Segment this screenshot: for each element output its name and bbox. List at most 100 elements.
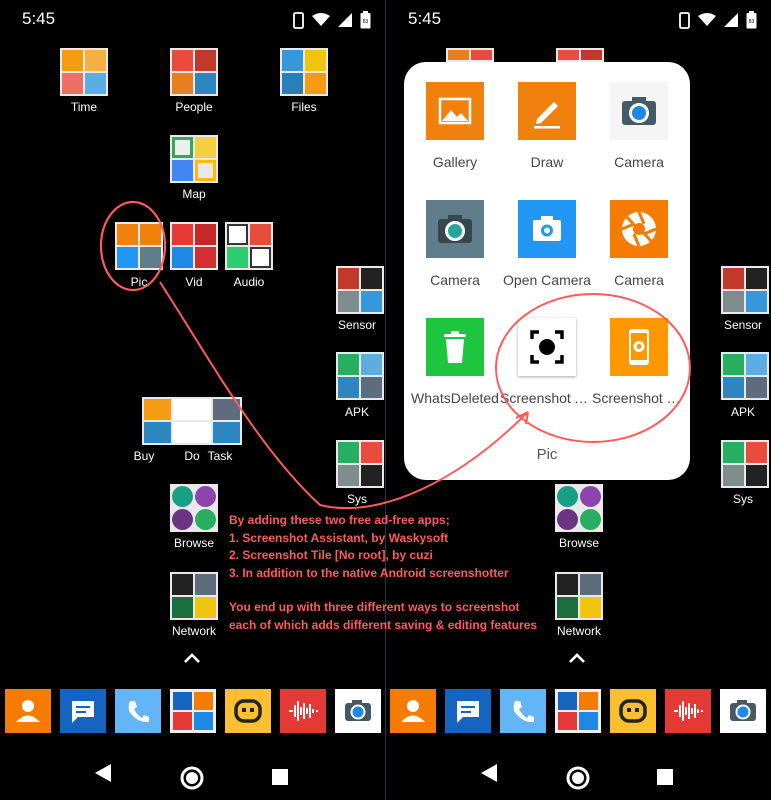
audio-folder-label: Audio <box>233 275 265 289</box>
recorder-icon[interactable] <box>280 689 326 733</box>
sys-folder-icon[interactable] <box>721 440 769 488</box>
map-folder-icon[interactable] <box>170 135 218 183</box>
network-folder-icon[interactable] <box>555 572 603 620</box>
browse-folder-icon[interactable] <box>170 484 218 532</box>
network-folder-icon[interactable] <box>170 572 218 620</box>
open-camera-icon[interactable] <box>518 200 576 258</box>
partial-folder-icon[interactable] <box>556 48 604 62</box>
browse-folder-label: Browse <box>173 536 214 550</box>
annotation-line: each of which adds different saving & ed… <box>229 617 538 632</box>
status-time: 5:45 <box>408 9 442 28</box>
battery-icon: 83 <box>360 11 371 29</box>
wifi-icon <box>698 13 716 26</box>
folder-icon[interactable] <box>555 689 601 733</box>
files-folder-icon[interactable] <box>280 48 328 96</box>
draw-label: Draw <box>530 154 564 170</box>
gallery-icon[interactable] <box>426 82 484 140</box>
people-folder-label: People <box>175 100 213 114</box>
buy-do-task-folder-icon[interactable] <box>142 397 242 445</box>
camera-icon[interactable] <box>610 82 668 140</box>
audio-folder-icon[interactable] <box>225 222 273 270</box>
signal-icon <box>724 13 738 27</box>
sensor-folder-label: Sensor <box>337 318 377 332</box>
annotation-line: 2. Screenshot Tile [No root], by cuzi <box>229 548 433 562</box>
annotation-line: You end up with three different ways to … <box>229 600 520 614</box>
camera-label-3: Camera <box>614 272 664 288</box>
time-folder-icon[interactable] <box>60 48 108 96</box>
sys-folder-label: Sys <box>346 492 367 506</box>
battery-level: 83 <box>363 19 369 25</box>
annotation-line: By adding these two free ad-free apps; <box>229 513 450 527</box>
draw-icon[interactable] <box>518 82 576 140</box>
battery-icon: 83 <box>746 11 757 29</box>
annotation-line: 3. In addition to the native Android scr… <box>229 565 509 580</box>
aperture-icon[interactable] <box>610 200 668 258</box>
sensor-folder-icon[interactable] <box>336 266 384 314</box>
recents-icon[interactable] <box>271 768 289 786</box>
folder-icon[interactable] <box>170 689 216 733</box>
recorder-icon[interactable] <box>665 689 711 733</box>
folder-title[interactable]: Pic <box>536 446 558 463</box>
status-bar: 5:45 83 <box>0 0 385 36</box>
browse-folder-label: Browse <box>558 536 599 550</box>
time-folder-label: Time <box>70 100 98 114</box>
messages-icon[interactable] <box>60 689 106 733</box>
screenshot-phone-icon[interactable] <box>610 318 668 376</box>
screenshot-frame-icon[interactable] <box>518 318 576 376</box>
sys-folder-label: Sys <box>732 492 753 506</box>
phone-status-icon <box>293 11 304 29</box>
recents-icon[interactable] <box>656 768 674 786</box>
apk-folder-icon[interactable] <box>721 352 769 400</box>
apk-folder-label: APK <box>344 405 369 419</box>
app-drawer-chevron-icon[interactable] <box>568 652 586 664</box>
contacts-icon[interactable] <box>5 689 51 733</box>
wifi-icon <box>312 13 330 26</box>
buy-label: Buy <box>133 449 155 463</box>
battery-level: 83 <box>749 19 755 25</box>
partial-folder-icon[interactable] <box>446 48 494 62</box>
camera-label: Camera <box>614 154 664 170</box>
back-icon[interactable] <box>479 762 499 784</box>
home-icon[interactable] <box>179 765 205 791</box>
camera-dock-icon[interactable] <box>720 689 766 733</box>
annotation-line <box>229 582 569 599</box>
pic-folder-popup: Gallery Draw Camera Camera Open Camera C… <box>404 62 690 480</box>
gallery-label: Gallery <box>432 154 478 170</box>
status-time: 5:45 <box>22 9 56 28</box>
camera-dock-icon[interactable] <box>335 689 381 733</box>
home-screen-left: 5:45 83 Time People Files Map Pic <box>0 0 385 800</box>
phone-status-icon <box>679 11 690 29</box>
bixby-icon[interactable] <box>225 689 271 733</box>
app-drawer-chevron-icon[interactable] <box>183 652 201 664</box>
trash-icon[interactable] <box>426 318 484 376</box>
apk-folder-label: APK <box>730 405 755 419</box>
people-folder-icon[interactable] <box>170 48 218 96</box>
apk-folder-icon[interactable] <box>336 352 384 400</box>
browse-folder-icon[interactable] <box>555 484 603 532</box>
status-bar: 5:45 83 <box>386 0 771 36</box>
task-label: Task <box>207 449 233 463</box>
camera-label-2: Camera <box>430 272 480 288</box>
phone-icon[interactable] <box>500 689 546 733</box>
contacts-icon[interactable] <box>390 689 436 733</box>
phone-icon[interactable] <box>115 689 161 733</box>
network-folder-label: Network <box>556 624 601 638</box>
pic-folder-icon[interactable] <box>115 222 163 270</box>
screenshot-tile-label: Screenshot Tile <box>592 390 686 406</box>
home-icon[interactable] <box>565 765 591 791</box>
sensor-folder-icon[interactable] <box>721 266 769 314</box>
camera-icon[interactable] <box>426 200 484 258</box>
sensor-folder-label: Sensor <box>723 318 763 332</box>
whatsdeleted-label: WhatsDeleted <box>411 390 499 406</box>
open-camera-label: Open Camera <box>503 272 591 288</box>
bixby-icon[interactable] <box>610 689 656 733</box>
vid-folder-icon[interactable] <box>170 222 218 270</box>
back-icon[interactable] <box>93 762 113 784</box>
network-folder-label: Network <box>171 624 216 638</box>
sys-folder-icon[interactable] <box>336 440 384 488</box>
home-screen-right: 5:45 83 Sensor APK Sys Browse Network G <box>386 0 771 800</box>
annotation-line: 1. Screenshot Assistant, by Waskysoft <box>229 530 449 545</box>
screenshot-assistant-label: Screenshot Assistant <box>500 390 594 406</box>
messages-icon[interactable] <box>445 689 491 733</box>
map-folder-label: Map <box>182 187 206 201</box>
